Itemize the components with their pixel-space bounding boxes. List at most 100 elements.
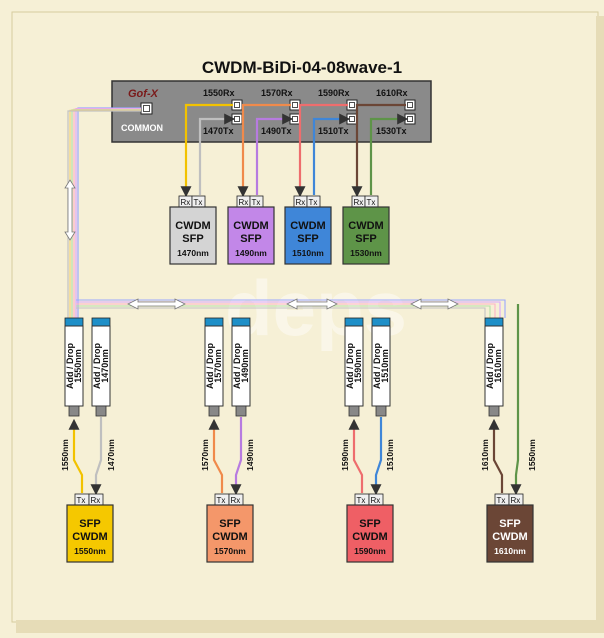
sfp-line1: SFP: [79, 518, 100, 530]
page-shadow-bottom: [16, 620, 604, 633]
sfp-line1: CWDM: [348, 220, 383, 232]
add-drop-connector: [371, 317, 391, 327]
mux-port-tx-label: 1470Tx: [203, 126, 234, 136]
mux-port-rx: [404, 99, 416, 111]
common-port: [140, 102, 153, 115]
sfp-tx-label: Tx: [252, 198, 261, 207]
sfp-tx-label: Tx: [309, 198, 318, 207]
bus-arrow-shape: [286, 298, 338, 310]
mux-to-sfp-tx-fiber: [312, 113, 351, 195]
mux-port-rx: [289, 99, 301, 111]
sfp-body: [227, 206, 275, 265]
add-drop-boot: [375, 405, 387, 417]
add-drop-label: Add / Drop: [485, 343, 495, 389]
fiber-wavelength-label: 1610nm: [480, 439, 490, 471]
mux-body: [111, 80, 432, 143]
fiber-wavelength-label: 1550nm: [60, 439, 70, 471]
sfp-rx-label: Rx: [354, 198, 364, 207]
brand-logo: Gof-X: [128, 88, 159, 100]
add-drop-connector: [204, 317, 224, 327]
sfp-line1: CWDM: [175, 220, 210, 232]
sfp-wavelength: 1510nm: [292, 248, 324, 258]
sfp-line2: CWDM: [72, 531, 107, 543]
sfp-rx-label: Rx: [181, 198, 191, 207]
common-bundle-fiber: [67, 110, 141, 318]
add-drop-wavelength: 1610nm: [493, 349, 503, 383]
mux-port-rx-label: 1610Rx: [376, 88, 408, 98]
sfp-rx-label: Rx: [231, 496, 241, 505]
sfp-line2: SFP: [182, 233, 203, 245]
sfp-line1: SFP: [359, 518, 380, 530]
mux-unit: Gof-X COMMON 1550Rx1470Tx1570Rx1490Tx159…: [111, 80, 432, 143]
mux-port-tx-label: 1510Tx: [318, 126, 349, 136]
common-bundle-fiber: [73, 108, 141, 318]
sfp-wavelength: 1570nm: [214, 546, 246, 556]
sfp-tx-label: Tx: [367, 198, 376, 207]
mux-to-sfp-rx-fiber: [180, 103, 233, 198]
bus-arrow: [410, 298, 459, 310]
mux-port-rx-label: 1550Rx: [203, 88, 235, 98]
sfp-line2: CWDM: [492, 531, 527, 543]
mux-port-rx-inner: [349, 102, 355, 108]
mux-port-rx-label: 1570Rx: [261, 88, 293, 98]
fiber-wavelength-label: 1570nm: [200, 439, 210, 471]
mux-port-tx-label: 1530Tx: [376, 126, 407, 136]
sfp-wavelength: 1470nm: [177, 248, 209, 258]
sfp-tx-label: Tx: [497, 496, 506, 505]
add-drop-label: Add / Drop: [92, 343, 102, 389]
add-drop-wavelength: 1590nm: [353, 349, 363, 383]
sfp-line2: CWDM: [352, 531, 387, 543]
add-drop-wavelength: 1550nm: [73, 349, 83, 383]
sfp-tx-label: Tx: [217, 496, 226, 505]
mux-to-sfp-rx-fiber: [294, 103, 348, 198]
sfp-rx-label: Rx: [91, 496, 101, 505]
add-drop-boot: [488, 405, 500, 417]
add-drop-connector: [91, 317, 111, 327]
mux-port-rx-inner: [407, 102, 413, 108]
sfp-wavelength: 1490nm: [235, 248, 267, 258]
add-drop-connector: [344, 317, 364, 327]
bus-fiber: [76, 303, 496, 318]
sfp-rx-fiber: [230, 417, 243, 496]
fiber-wavelength-label: 1550nm: [527, 439, 537, 471]
sfp-rx-label: Rx: [239, 198, 249, 207]
mux-to-sfp-tx-fiber: [255, 113, 294, 195]
sfp-line1: CWDM: [233, 220, 268, 232]
add-drop-boot: [348, 405, 360, 417]
add-drop-boot: [208, 405, 220, 417]
page-shadow-right: [596, 16, 604, 633]
mux-port-rx-inner: [234, 102, 240, 108]
sfp-rx-fiber: [370, 417, 383, 496]
add-drop-label: Add / Drop: [345, 343, 355, 389]
add-drop-wavelength: 1570nm: [213, 349, 223, 383]
sfp-rx-fiber: [510, 304, 522, 496]
bus-arrow: [286, 298, 338, 310]
add-drop-label: Add / Drop: [232, 343, 242, 389]
trunk-arrow-shape: [64, 179, 76, 241]
diagram-title: CWDM-BiDi-04-08wave-1: [202, 58, 402, 77]
mux-port-tx: [404, 113, 416, 125]
add-drop-boot: [95, 405, 107, 417]
bus-arrow: [127, 298, 186, 310]
sfp-tx-fiber: [68, 418, 84, 493]
sfp-body: [206, 504, 254, 563]
mux-port-tx: [231, 113, 243, 125]
bus-fiber: [76, 307, 486, 318]
sfp-body: [169, 206, 217, 265]
sfp-tx-fiber: [488, 418, 504, 493]
mux-port-tx: [289, 113, 301, 125]
add-drop-label: Add / Drop: [65, 343, 75, 389]
fiber-wavelength-label: 1510nm: [385, 439, 395, 471]
add-drop-label: Add / Drop: [205, 343, 215, 389]
